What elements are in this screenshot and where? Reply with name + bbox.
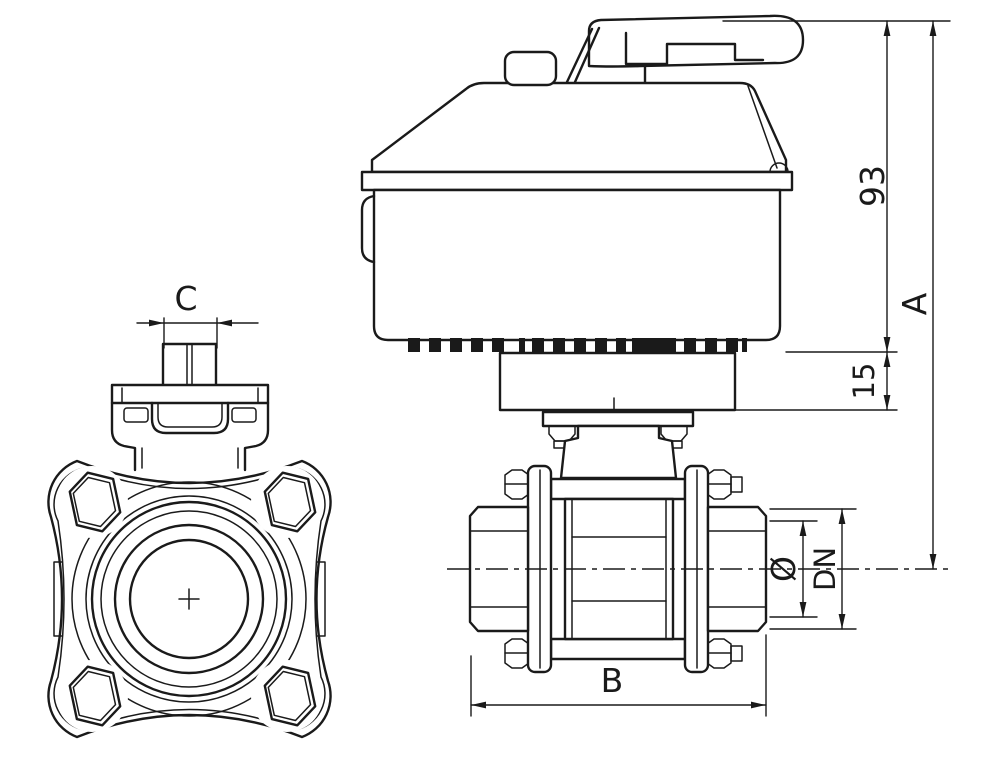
dim-93: 93	[853, 20, 892, 353]
actuator-body	[372, 188, 782, 342]
valve-nut-top-left	[504, 469, 530, 500]
actuator-clip	[360, 194, 376, 264]
dim-dn: DN	[769, 508, 857, 630]
handle-strut-outer	[565, 27, 594, 84]
valve-top-rail	[549, 477, 687, 501]
dim-c-label: C	[174, 279, 197, 318]
flange-face-circle	[71, 481, 307, 717]
ring-seat	[90, 500, 288, 698]
flange-bolt-bottom-right	[263, 665, 317, 727]
dim-15-label: 15	[847, 363, 881, 400]
center-mark	[178, 588, 200, 610]
front-view	[47, 342, 332, 739]
dim-93-label: 93	[853, 165, 892, 207]
side-view	[360, 14, 952, 674]
dim-dn-label: DN	[808, 547, 842, 591]
flange-bolt-top-right	[263, 471, 317, 533]
bracket-left-wing	[110, 401, 137, 472]
adapter-plate	[498, 351, 737, 412]
valve-nut-top-right	[706, 469, 743, 500]
valve-nut-bottom-left	[504, 638, 530, 669]
bracket-right-wing	[243, 401, 270, 472]
ring-mid	[100, 510, 278, 688]
dim-bore: Ø	[764, 520, 818, 618]
dim-bore-label: Ø	[764, 556, 803, 582]
bracket-pocket-right	[231, 407, 257, 423]
bore-circle	[128, 538, 250, 660]
yoke-top-plate	[541, 410, 695, 428]
handle-grip-cutout	[624, 31, 765, 66]
stem-outline	[161, 342, 218, 387]
dim-a: A	[895, 20, 937, 570]
handle-strut-inner	[573, 26, 601, 84]
flange-bolt-bottom-left	[68, 665, 122, 727]
valve-nut-bottom-right	[706, 638, 743, 669]
bracket-u-cutout	[150, 401, 230, 435]
ring-chamfer	[113, 523, 265, 675]
actuator-lid-inner-edge	[747, 85, 778, 169]
handle-grip	[587, 14, 805, 68]
actuator-lid-latch	[769, 162, 789, 173]
flange-bolt-top-left	[68, 471, 122, 533]
bracket-u-cutout-inner	[157, 402, 223, 428]
dimension-annotations: C 93 15 A	[136, 20, 951, 717]
flange-tab-right	[316, 561, 326, 637]
dim-b: B	[470, 634, 767, 717]
bracket-pocket-left	[123, 407, 149, 423]
actuator-handle	[565, 14, 805, 84]
flange-tab-left	[53, 561, 63, 637]
actuator-lid	[370, 81, 788, 174]
yoke-body	[559, 424, 678, 480]
actuator-rim	[360, 170, 794, 192]
ring-outer	[85, 495, 293, 703]
actuator-terminal-teeth	[408, 338, 747, 352]
dim-15: 15	[847, 351, 891, 411]
actuator-button	[503, 50, 558, 87]
dim-a-label: A	[895, 292, 934, 315]
valve-bottom-rail	[549, 637, 687, 661]
dim-c: C	[136, 279, 259, 349]
bracket-plate	[110, 383, 270, 405]
dim-b-label: B	[601, 661, 624, 700]
